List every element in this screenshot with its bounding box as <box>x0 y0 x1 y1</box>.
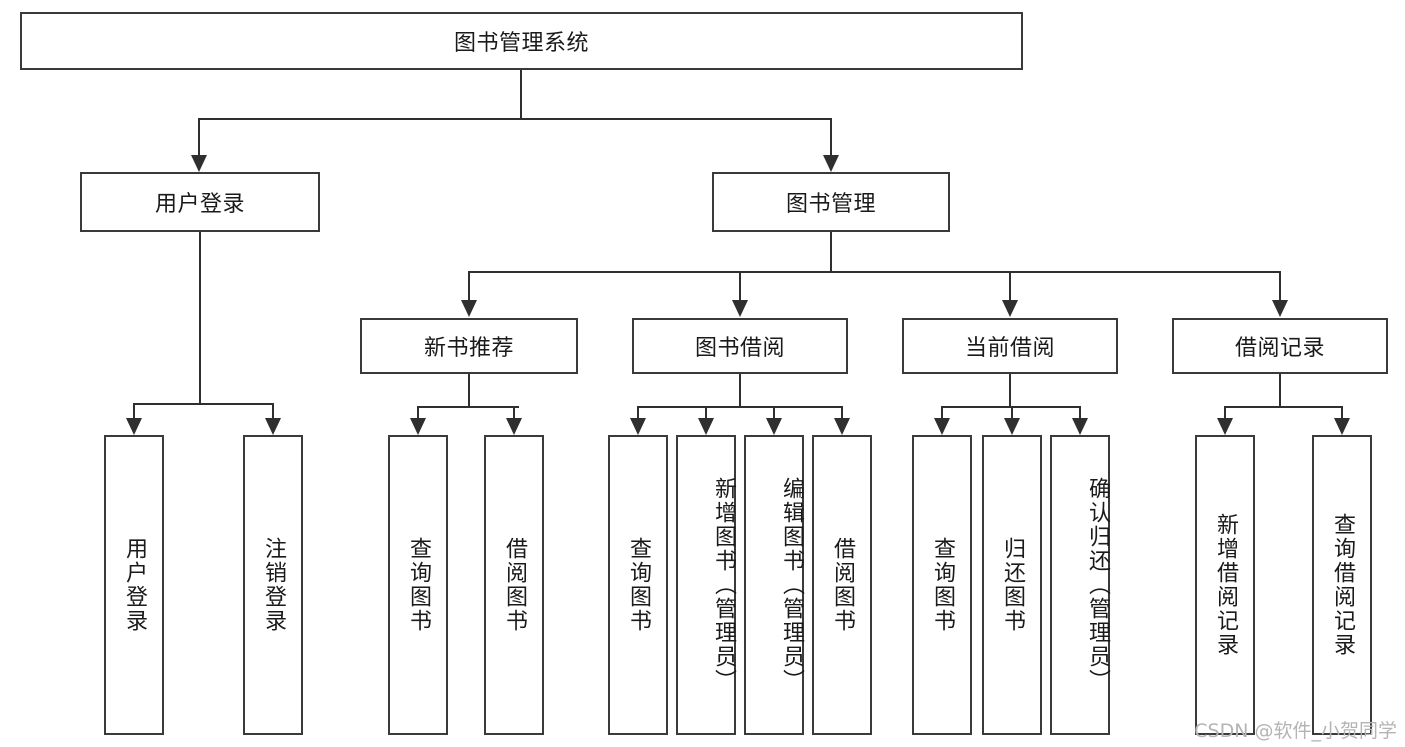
node-leaf-logout[interactable]: 注销登录 <box>243 435 303 735</box>
node-leaf-return-book-label: 归还图书 <box>1000 537 1025 633</box>
connector-user-login-bus <box>133 403 273 405</box>
arrowhead-leaf-query-book-borrow <box>630 418 646 435</box>
connector-br-stem <box>1279 374 1281 407</box>
arrowhead-leaf-query-book-current <box>934 418 950 435</box>
connector-nbr-to-leaf-2 <box>513 406 515 420</box>
node-new-book-recommend[interactable]: 新书推荐 <box>360 318 578 374</box>
arrowhead-leaf-borrow-book-rec <box>506 418 522 435</box>
connector-root-stem <box>520 70 522 118</box>
connector-cb-to-leaf-2 <box>1011 406 1013 420</box>
connector-bb-bus <box>637 406 842 408</box>
arrowhead-leaf-user-login <box>126 418 142 435</box>
arrowhead-borrow-records <box>1272 300 1288 317</box>
connector-cb-bus <box>941 406 1080 408</box>
node-borrow-records-label: 借阅记录 <box>1234 336 1325 361</box>
connector-bb-to-leaf-4 <box>841 406 843 420</box>
connector-nbr-bus <box>417 406 519 408</box>
arrowhead-book-management <box>823 155 839 172</box>
node-leaf-query-book-borrow[interactable]: 查询图书 <box>608 435 668 735</box>
node-leaf-add-borrow-record-label: 新增借阅记录 <box>1213 513 1238 657</box>
connector-user-login-to-leaf-2 <box>272 403 274 421</box>
connector-bm-to-new-book-recommend <box>468 271 470 302</box>
connector-cb-to-leaf-3 <box>1079 406 1081 420</box>
node-book-management-label: 图书管理 <box>785 192 876 217</box>
arrowhead-leaf-confirm-return-admin <box>1072 418 1088 435</box>
arrowhead-new-book-recommend <box>461 300 477 317</box>
connector-bm-to-book-borrow <box>739 271 741 302</box>
node-leaf-borrow-book[interactable]: 借阅图书 <box>812 435 872 735</box>
arrowhead-leaf-add-book-admin <box>698 418 714 435</box>
node-leaf-query-book-borrow-label: 查询图书 <box>626 537 651 633</box>
connector-br-to-leaf-2 <box>1341 406 1343 420</box>
arrowhead-leaf-return-book <box>1004 418 1020 435</box>
connector-bb-to-leaf-1 <box>637 406 639 420</box>
connector-bm-to-borrow-records <box>1279 271 1281 302</box>
arrowhead-leaf-query-borrow-record <box>1334 418 1350 435</box>
node-leaf-query-book-rec-label: 查询图书 <box>406 537 431 633</box>
node-leaf-borrow-book-label: 借阅图书 <box>830 537 855 633</box>
node-root-label: 图书管理系统 <box>453 31 589 56</box>
node-leaf-add-borrow-record[interactable]: 新增借阅记录 <box>1195 435 1255 735</box>
node-current-borrow-label: 当前借阅 <box>964 336 1055 361</box>
node-borrow-records[interactable]: 借阅记录 <box>1172 318 1388 374</box>
node-leaf-borrow-book-rec-label: 借阅图书 <box>502 537 527 633</box>
node-leaf-add-book-admin[interactable]: 新增图书（管理员） <box>676 435 736 735</box>
connector-user-login-stem <box>199 232 201 404</box>
node-leaf-confirm-return-admin[interactable]: 确认归还（管理员） <box>1050 435 1110 735</box>
node-leaf-user-login[interactable]: 用户登录 <box>104 435 164 735</box>
connector-bm-to-current-borrow <box>1009 271 1011 302</box>
node-leaf-query-book-rec[interactable]: 查询图书 <box>388 435 448 735</box>
connector-book-management-stem <box>830 232 832 272</box>
arrowhead-leaf-logout <box>265 418 281 435</box>
connector-cb-stem <box>1009 374 1011 407</box>
node-leaf-confirm-return-admin-label: 确认归还（管理员） <box>1085 477 1110 693</box>
connector-cb-to-leaf-1 <box>941 406 943 420</box>
connector-bb-to-leaf-2 <box>705 406 707 420</box>
node-leaf-query-borrow-record[interactable]: 查询借阅记录 <box>1312 435 1372 735</box>
node-book-management[interactable]: 图书管理 <box>712 172 950 232</box>
node-leaf-return-book[interactable]: 归还图书 <box>982 435 1042 735</box>
node-leaf-edit-book-admin-label: 编辑图书（管理员） <box>779 477 804 693</box>
connector-bb-to-leaf-3 <box>773 406 775 420</box>
node-book-borrow-label: 图书借阅 <box>694 336 785 361</box>
arrowhead-leaf-borrow-book <box>834 418 850 435</box>
node-leaf-query-book-current[interactable]: 查询图书 <box>912 435 972 735</box>
node-root[interactable]: 图书管理系统 <box>20 12 1023 70</box>
node-leaf-user-login-label: 用户登录 <box>122 537 147 633</box>
node-user-login[interactable]: 用户登录 <box>80 172 320 232</box>
arrowhead-leaf-query-book-rec <box>410 418 426 435</box>
node-leaf-query-borrow-record-label: 查询借阅记录 <box>1330 513 1355 657</box>
arrowhead-user-login <box>191 155 207 172</box>
connector-root-bus <box>198 118 832 120</box>
connector-bb-stem <box>739 374 741 407</box>
connector-user-login-to-leaf-1 <box>133 403 135 421</box>
connector-book-management-bus <box>468 271 1280 273</box>
arrowhead-leaf-edit-book-admin <box>766 418 782 435</box>
connector-br-bus <box>1224 406 1342 408</box>
node-leaf-add-book-admin-label: 新增图书（管理员） <box>711 477 736 693</box>
node-current-borrow[interactable]: 当前借阅 <box>902 318 1118 374</box>
node-book-borrow[interactable]: 图书借阅 <box>632 318 848 374</box>
connector-root-to-book-management <box>830 118 832 158</box>
node-new-book-recommend-label: 新书推荐 <box>423 336 514 361</box>
node-leaf-edit-book-admin[interactable]: 编辑图书（管理员） <box>744 435 804 735</box>
arrowhead-current-borrow <box>1002 300 1018 317</box>
node-leaf-logout-label: 注销登录 <box>261 537 286 633</box>
node-leaf-query-book-current-label: 查询图书 <box>930 537 955 633</box>
connector-nbr-stem <box>468 374 470 407</box>
connector-root-to-user-login <box>198 118 200 158</box>
node-leaf-borrow-book-rec[interactable]: 借阅图书 <box>484 435 544 735</box>
connector-br-to-leaf-1 <box>1224 406 1226 420</box>
arrowhead-book-borrow <box>732 300 748 317</box>
node-user-login-label: 用户登录 <box>154 192 245 217</box>
arrowhead-leaf-add-borrow-record <box>1217 418 1233 435</box>
connector-nbr-to-leaf-1 <box>417 406 419 420</box>
